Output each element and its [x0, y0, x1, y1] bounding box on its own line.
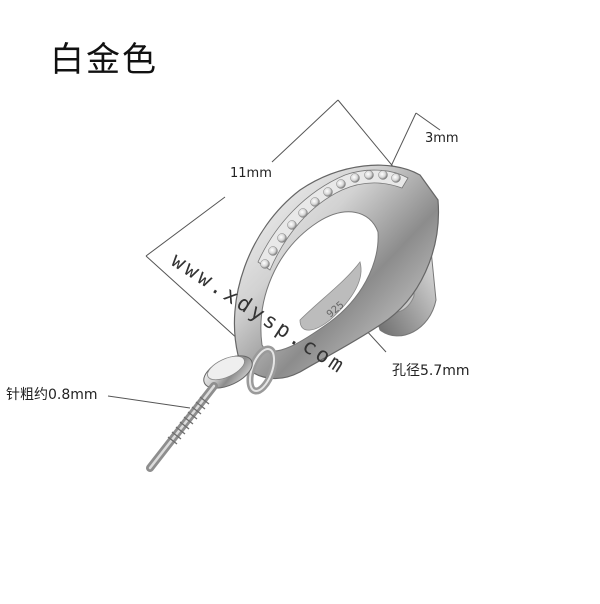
- width-label: 3mm: [425, 131, 459, 146]
- gemstones: [260, 170, 401, 269]
- bail-hole: [260, 211, 379, 352]
- threaded-pin: [146, 382, 218, 472]
- color-title: 白金色: [50, 40, 158, 80]
- length-label: 11mm: [230, 166, 272, 181]
- pin-thickness-label: 针粗约0.8mm: [6, 387, 98, 403]
- hole-diameter-label: 孔径5.7mm: [392, 363, 470, 379]
